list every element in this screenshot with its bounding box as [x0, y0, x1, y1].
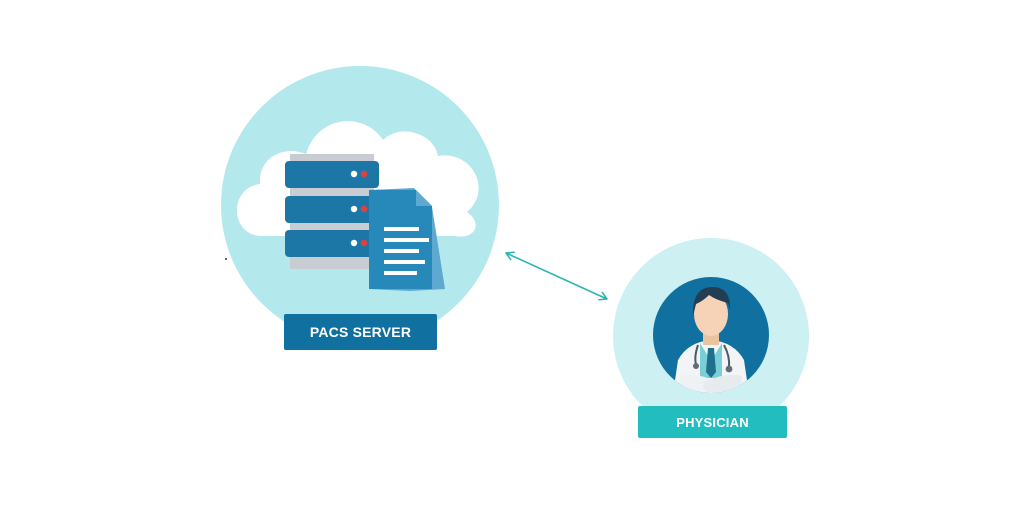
doctor-avatar-icon	[673, 286, 749, 393]
server-unit	[285, 161, 379, 188]
pacs-server-label: PACS SERVER	[284, 314, 437, 350]
physician-label: PHYSICIAN	[638, 406, 787, 438]
server-unit	[285, 196, 379, 223]
bidirectional-arrow	[505, 251, 608, 301]
document-icon	[369, 188, 445, 291]
server-node	[221, 66, 499, 344]
server-unit	[285, 230, 379, 257]
physician-node	[613, 238, 809, 434]
stethoscope-icon	[693, 344, 733, 373]
stray-dot	[225, 258, 227, 260]
server-rack-icon	[285, 154, 379, 269]
